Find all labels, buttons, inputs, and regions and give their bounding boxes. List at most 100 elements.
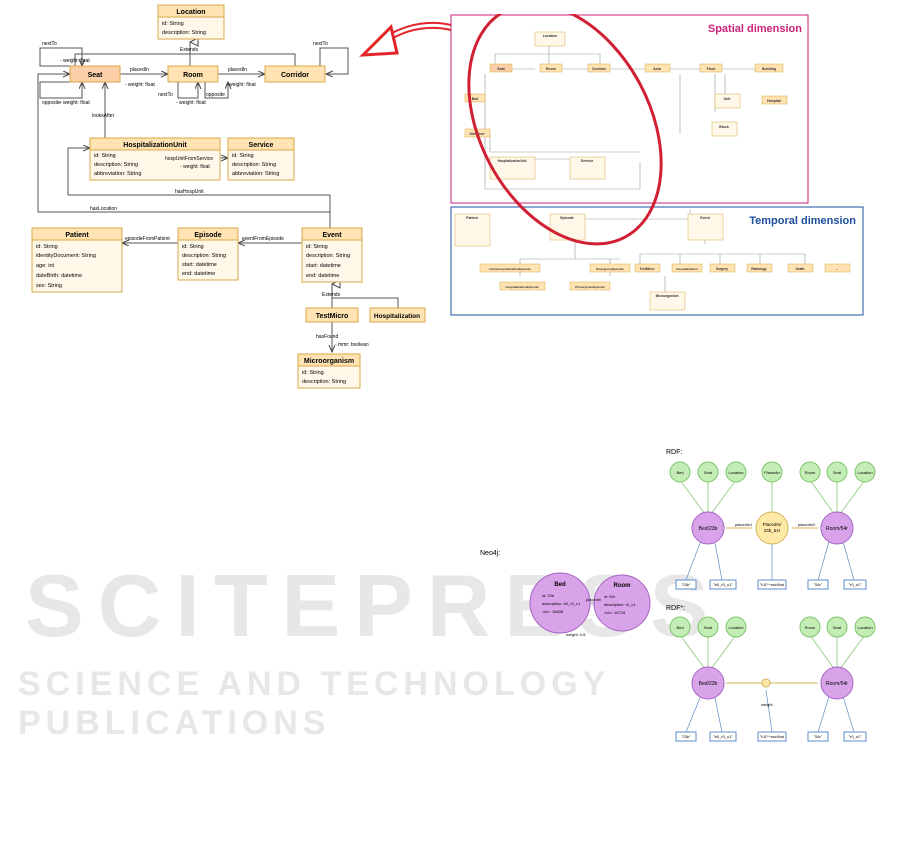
thumb-box: Surgery	[709, 263, 736, 273]
svg-text:<id>: 16734: <id>: 16734	[604, 610, 626, 615]
edge-label: placedIn1	[735, 522, 753, 527]
rdf-class-node: Bed	[669, 461, 691, 483]
edge-label: episodeFromPatient	[125, 236, 170, 242]
rdfs-literal: "b0_r0_c1"	[709, 731, 737, 742]
edge-label: nextTo	[158, 92, 173, 98]
attr: abbreviation: String	[232, 171, 279, 177]
edge-label: hospUnitFromService	[165, 156, 213, 162]
edge-label: nextTo	[313, 41, 328, 47]
edge-label: placedIn	[586, 597, 601, 602]
svg-text:Block: Block	[719, 125, 729, 129]
svg-text:EmergencyEpisode: EmergencyEpisode	[596, 267, 624, 271]
svg-text:"23b": "23b"	[681, 734, 691, 739]
rdf-class-node: Location	[725, 461, 747, 483]
rdf-class-node: PlacedIn	[761, 461, 783, 483]
uml-diagram: Location id: String description: String …	[31, 4, 426, 389]
temporal-dimension-title: Temporal dimension	[749, 215, 856, 227]
thumb-box: Building	[754, 63, 784, 73]
rdfs-class-node: Bed	[669, 616, 691, 638]
class-episode-name: Episode	[194, 232, 221, 239]
svg-text:Death: Death	[796, 267, 805, 271]
svg-text:Floor: Floor	[707, 67, 716, 71]
thumb-box: Block	[711, 121, 738, 137]
edge-label: weight: 0.8	[566, 632, 586, 637]
attr: id: String	[306, 244, 328, 250]
svg-text:Seat: Seat	[704, 625, 713, 630]
thumb-box: Microorganism	[649, 291, 686, 311]
thumb-box: Event	[687, 213, 724, 241]
attr: end: datetime	[306, 273, 339, 279]
spatial-dimension-title: Spatial dimension	[708, 23, 802, 35]
class-hospunit-name: HospitalizationUnit	[123, 142, 187, 149]
attr: id: String	[94, 153, 116, 159]
rdf-literal: "0.8"^^xsd:float	[757, 579, 787, 590]
thumb-box: Area	[644, 63, 671, 73]
class-testmicro: TestMicro	[305, 307, 359, 323]
class-location: Location id: String description: String	[157, 4, 225, 40]
attr: id: String	[182, 244, 204, 250]
thumb-box: Room	[539, 63, 563, 73]
thumb-box: Corridor	[587, 63, 611, 73]
rdf-title: RDF:	[666, 449, 682, 456]
attr: start: datetime	[182, 262, 217, 268]
svg-text:Service: Service	[581, 159, 594, 163]
thumb-box: Bed	[464, 93, 486, 103]
svg-text:Bed/23b: Bed/23b	[699, 681, 718, 687]
attr: description: String	[94, 162, 138, 168]
rdfs-literal: "0.8"^^xsd:float	[757, 731, 787, 742]
rdf-literal: "54r"	[807, 579, 829, 590]
svg-text:Seat: Seat	[833, 625, 842, 630]
rdfs-literal: "r0_c1"	[843, 731, 867, 742]
svg-text:...: ...	[836, 267, 839, 271]
edge-label: eventFromEpisode	[242, 236, 284, 242]
attr: end: datetime	[182, 271, 215, 277]
svg-text:Building: Building	[762, 67, 776, 71]
class-service-name: Service	[249, 142, 274, 149]
thumb-box: EmergencyEpisode	[589, 263, 631, 273]
svg-text:Room: Room	[546, 67, 556, 71]
svg-text:23b_54r: 23b_54r	[764, 528, 781, 533]
edge-label: weight	[761, 702, 773, 707]
svg-text:"b0_r0_c1": "b0_r0_c1"	[713, 582, 733, 587]
rdf-class-node: Location	[854, 461, 876, 483]
rdf-class-node: Seat	[697, 461, 719, 483]
svg-text:"r0_c1": "r0_c1"	[849, 582, 862, 587]
class-event-name: Event	[322, 232, 342, 239]
svg-text:Radiology: Radiology	[751, 267, 767, 271]
attr: id: String	[302, 370, 324, 376]
svg-text:Unit: Unit	[724, 97, 732, 101]
svg-text:Hospital: Hospital	[767, 99, 781, 103]
svg-text:PlacedIn: PlacedIn	[764, 470, 780, 475]
rdf-bed-node: Bed/23b	[691, 511, 725, 545]
thumb-box: Seat	[489, 63, 513, 73]
attr: description: String	[232, 162, 276, 168]
svg-text:Location: Location	[728, 470, 743, 475]
class-hospitalization-unit: HospitalizationUnit id: String descripti…	[89, 137, 221, 181]
class-hospitalization: Hospitalization	[369, 307, 426, 323]
thumb-box: PrimaryCareEpisode	[569, 281, 611, 291]
edge-label: - weight: float	[60, 100, 90, 106]
edge-label: - weight: float	[60, 58, 90, 64]
attr: abbreviation: String	[94, 171, 141, 177]
svg-text:Room: Room	[805, 625, 816, 630]
svg-text:description: b0_r0_c1: description: b0_r0_c1	[542, 601, 581, 606]
rdfs-room-node: Room/54r	[820, 666, 854, 700]
thumb-box: Hospital	[761, 95, 788, 105]
edge-label: nextTo	[42, 41, 57, 47]
class-room-name: Room	[183, 72, 203, 79]
svg-text:Bed: Bed	[676, 470, 683, 475]
class-event: Event id: String description: String sta…	[301, 227, 363, 283]
rdfstar-title: RDF*:	[666, 605, 685, 612]
class-microorganism: Microorganism id: String description: St…	[297, 353, 361, 389]
svg-text:PlacedIn/: PlacedIn/	[763, 522, 783, 527]
svg-text:id: 54r: id: 54r	[604, 594, 616, 599]
svg-text:"54r": "54r"	[814, 582, 823, 587]
neo4j-room-node: Room id: 54r description: r0_c1 <id>: 16…	[593, 574, 651, 632]
svg-text:id: 23b: id: 23b	[542, 593, 555, 598]
edge-label: hasFound	[316, 334, 338, 340]
class-hospitalization-name: Hospitalization	[374, 313, 420, 320]
svg-text:Bed: Bed	[554, 582, 566, 588]
rdf-literal: "b0_r0_c1"	[709, 579, 737, 590]
attr: id: String	[162, 21, 184, 27]
svg-text:Bed: Bed	[676, 625, 683, 630]
